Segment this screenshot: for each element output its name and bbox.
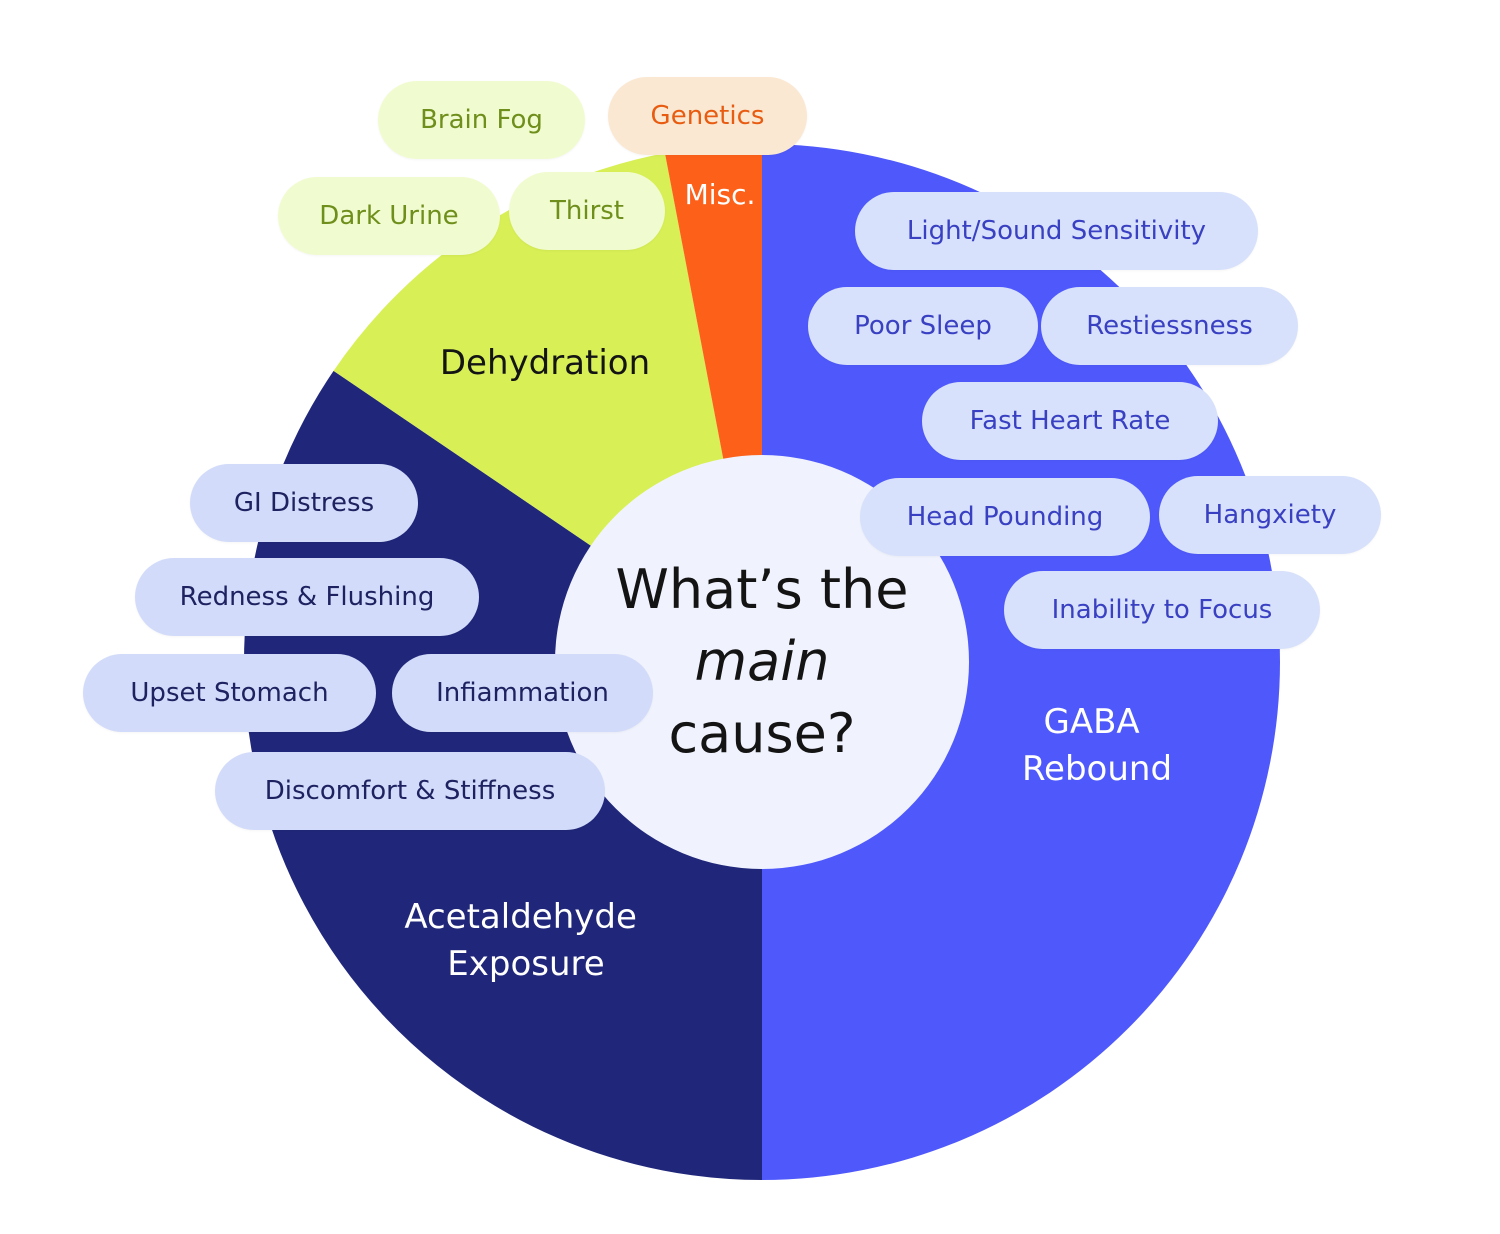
- slice-label-misc: Misc.: [685, 178, 756, 211]
- center-question-line2: main: [694, 630, 830, 693]
- slice-label-dehydration: Dehydration: [440, 343, 650, 383]
- slice-label-gaba: GABA Rebound: [1022, 702, 1172, 789]
- symptom-pill-restiessness: Restiessness: [1041, 287, 1298, 365]
- symptom-pill-brain-fog: Brain Fog: [378, 81, 585, 159]
- slice-label-dehydration-line1: Dehydration: [440, 343, 650, 383]
- slice-label-gaba-line2: Rebound: [1022, 749, 1172, 789]
- symptom-pill-head-pounding: Head Pounding: [860, 478, 1150, 556]
- symptom-pill-light-sound-sensitivity: Light/Sound Sensitivity: [855, 192, 1258, 270]
- symptom-pill-redness-flushing: Redness & Flushing: [135, 558, 479, 636]
- symptom-pill-dark-urine: Dark Urine: [278, 177, 500, 255]
- symptom-pill-poor-sleep: Poor Sleep: [808, 287, 1038, 365]
- slice-label-acetaldehyde: Acetaldehyde Exposure: [404, 897, 647, 984]
- symptom-pill-gi-distress: GI Distress: [190, 464, 418, 542]
- center-question-line3: cause?: [668, 702, 856, 765]
- symptom-pill-inability-to-focus: Inability to Focus: [1004, 571, 1320, 649]
- symptom-pill-discomfort-stiffness: Discomfort & Stiffness: [215, 752, 605, 830]
- symptom-pill-upset-stomach: Upset Stomach: [83, 654, 376, 732]
- slice-label-acetaldehyde-line2: Exposure: [447, 944, 604, 984]
- slice-label-acetaldehyde-line1: Acetaldehyde: [404, 897, 637, 937]
- symptom-pill-hangxiety: Hangxiety: [1159, 476, 1381, 554]
- symptom-pill-fast-heart-rate: Fast Heart Rate: [922, 382, 1218, 460]
- slice-label-gaba-line1: GABA: [1043, 702, 1139, 742]
- slice-label-misc-line1: Misc.: [685, 178, 756, 211]
- symptom-pill-genetics: Genetics: [608, 77, 807, 155]
- symptom-pill-infiammation: Infiammation: [392, 654, 653, 732]
- center-question-line1: What’s the: [615, 558, 909, 621]
- symptom-pill-thirst: Thirst: [509, 172, 665, 250]
